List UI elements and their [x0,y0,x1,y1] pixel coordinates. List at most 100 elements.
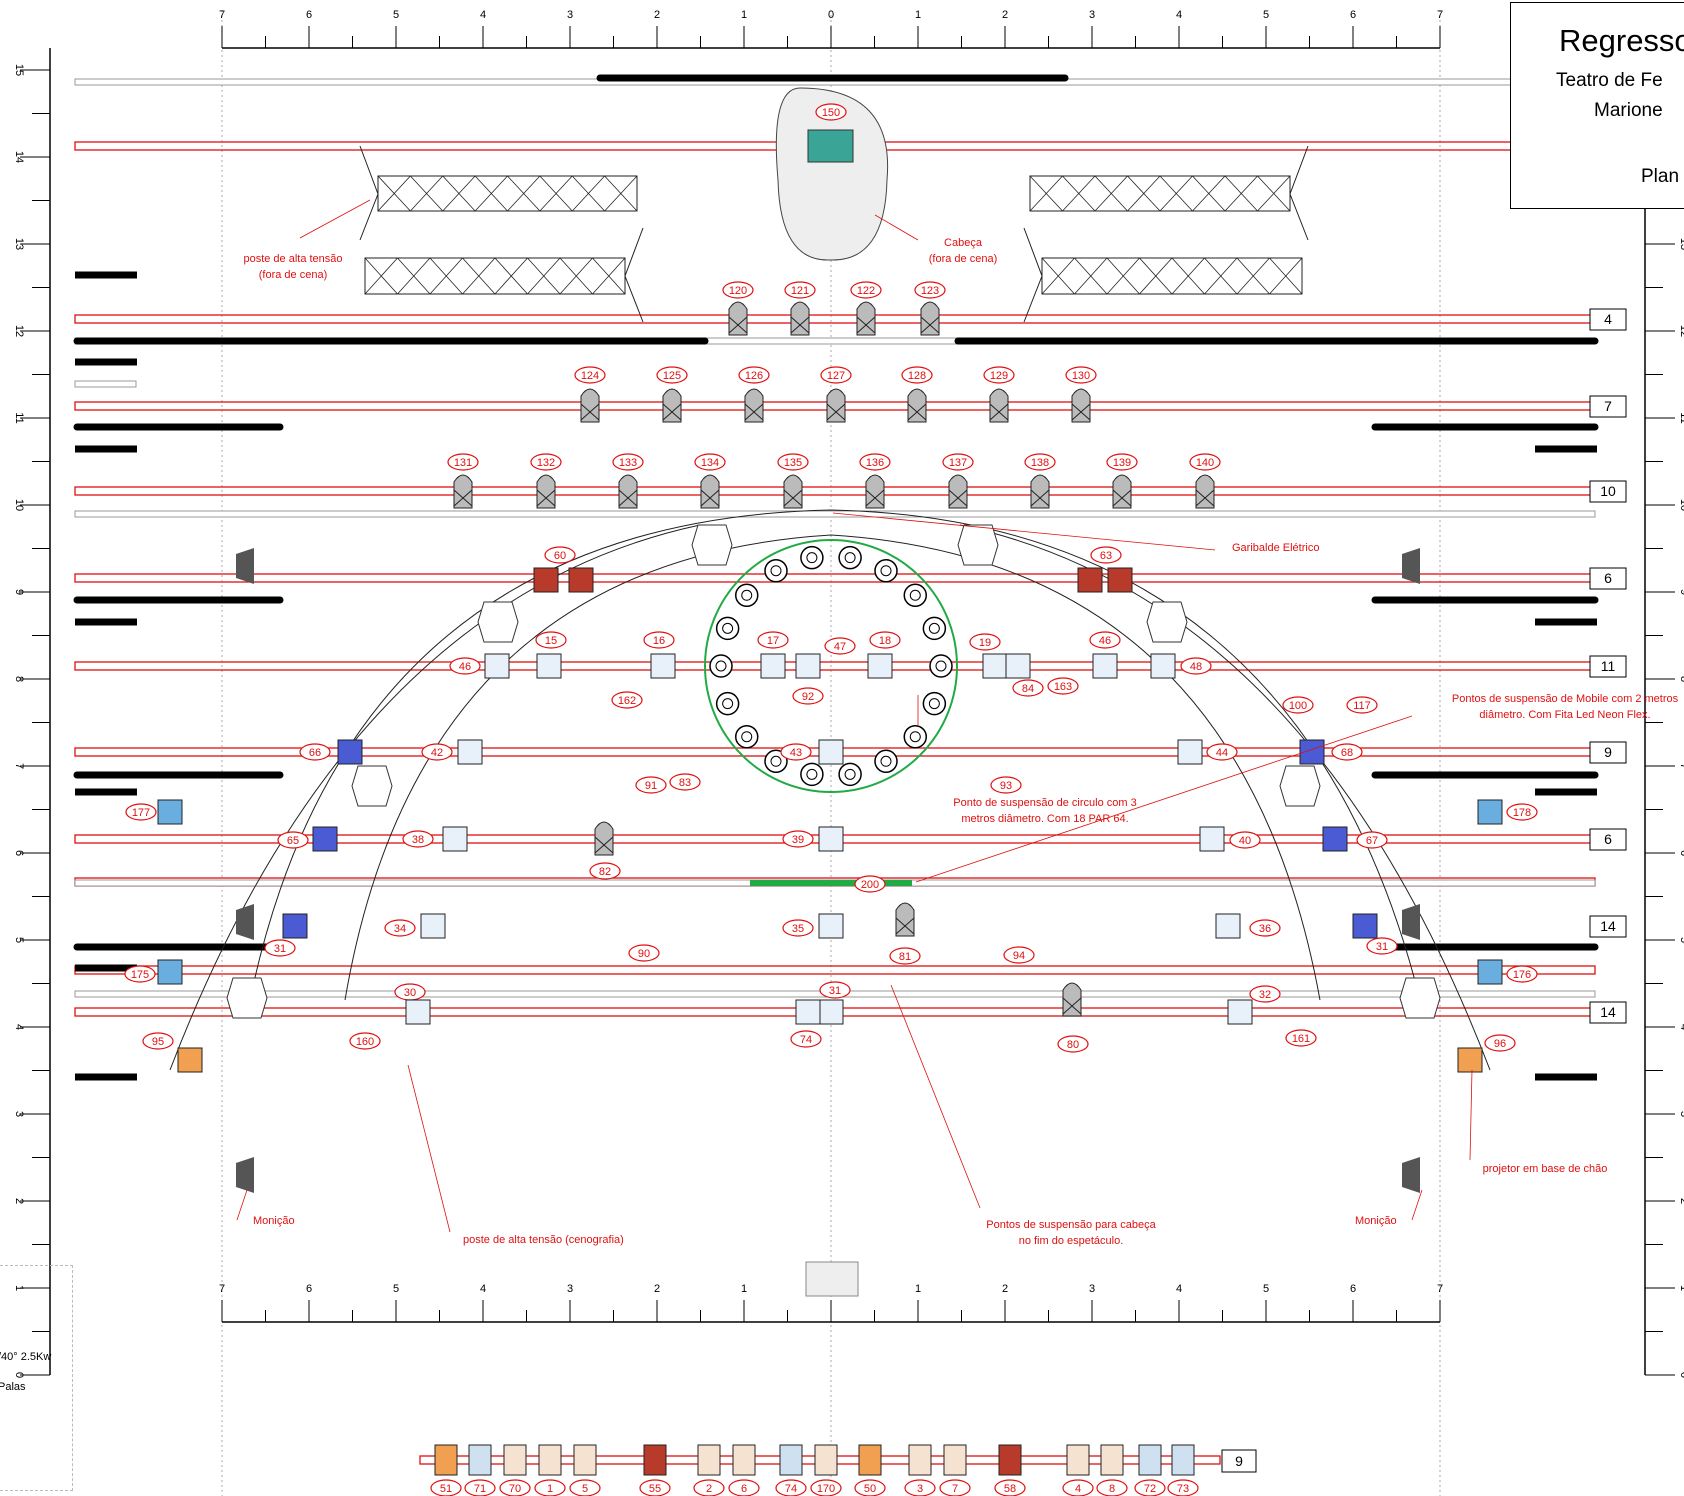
ruler-y-label: 11 [1678,412,1684,423]
fixture-mark [594,836,614,854]
fixture-number: 1 [547,1483,553,1495]
nd-fixture [728,301,748,336]
ruler-y-label: 13 [13,238,25,250]
par64-fixture [838,545,862,570]
bar-tag-box [1589,655,1627,678]
lamp-fixture [818,826,844,852]
fixture-number: 6 [741,1483,747,1495]
lamp-fixture [795,999,821,1025]
fixture-number-oval [1090,546,1122,564]
monitor-speaker [1402,548,1420,584]
lamp-fixture [1077,567,1103,593]
mobile-point [691,524,733,566]
fixture-mark [700,489,720,507]
fixture-number-oval [942,453,974,471]
annotation-poste: poste de alta tensão [243,253,342,265]
par64-lens [880,565,892,577]
ruler-x-label: 4 [480,1283,486,1295]
lamp-fixture [1150,653,1176,679]
par64-lens [741,589,753,601]
floor-fixture [643,1444,667,1476]
ruler-y-label: 9 [1678,589,1684,595]
fixture-mark [790,316,810,334]
ruler-y-label: 0 [1678,1372,1684,1378]
fixture-number: 43 [790,747,802,759]
fixture-mark [907,403,927,421]
fixture-number: 16 [653,635,665,647]
fixture-number: 175 [131,969,149,981]
fixture-number: 178 [1513,807,1531,819]
fixture-number: 31 [829,985,841,997]
ruler-x-label: 2 [1002,9,1008,21]
lamp-fixture [1107,567,1133,593]
ruler-y-label: 13 [1678,238,1684,250]
fixture-number-oval [611,691,643,709]
ruler-x-label: 2 [1002,1283,1008,1295]
fixture-number-oval [1180,657,1212,675]
nd-fixture [895,902,915,937]
fixture-number: 163 [1054,681,1072,693]
fixture-number-oval [464,1479,496,1496]
fixture-number: 74 [800,1034,812,1046]
lamp-fixture [568,567,594,593]
ruler-x-label: 5 [393,1283,399,1295]
lamp-fixture [405,999,431,1025]
par64-fixture [764,749,788,774]
bar-tag-box [1589,915,1627,938]
fixture-number-oval [628,944,660,962]
par64-lens [844,552,856,564]
truss-tower [1041,257,1303,295]
fixture-number: 120 [729,285,747,297]
fixture-number: 40 [1239,835,1251,847]
lamp-fixture [533,567,559,593]
fixture-number-oval [1366,937,1398,955]
fixture-number: 130 [1072,370,1090,382]
lamp-fixture [312,826,338,852]
fixture-number-oval [694,453,726,471]
mobile-point [1279,765,1321,807]
fixture-number-oval [421,743,453,761]
fixture-number-oval [757,631,789,649]
par64-fixture [929,654,953,678]
plot-title: Regresso [1559,23,1684,58]
fixture-number: 131 [454,457,472,469]
fixture-number: 73 [1177,1483,1189,1495]
floor-fixture [732,1444,756,1476]
bar-tag-label: 6 [1604,831,1612,847]
fixture-number: 31 [1376,941,1388,953]
fixture-number-oval [1134,1479,1166,1496]
fixture-number-oval [639,1479,671,1496]
fixture-number: 8 [1109,1483,1115,1495]
lamp-fixture [818,999,844,1025]
truss-brace [1204,257,1238,295]
fixture-number: 42 [431,747,443,759]
nd-fixture [1071,388,1091,423]
lamp-fixture [177,1047,203,1073]
annotation-pontos-cabeca: Pontos de suspensão para cabeça [986,1219,1156,1231]
lamp-fixture [982,653,1008,679]
bar-tag-label: 4 [1604,311,1612,327]
fixture-number: 47 [834,641,846,653]
fixture-number-oval [782,919,814,937]
fixture-number-oval [790,1030,822,1048]
truss-brace [364,257,398,295]
fixture-number-oval [869,631,901,649]
hanging-bar [74,486,1596,496]
par64-fixture [709,654,733,678]
fixture-number-oval [854,1479,886,1496]
head-fixture [807,129,854,163]
ruler-y-label: 6 [1678,850,1684,856]
par64-fixture [874,558,898,583]
ruler-y-label: 6 [13,850,25,856]
fixture-number-oval [499,1479,531,1496]
fixture-number-oval [1282,696,1314,714]
nd-fixture [1112,474,1132,509]
monitor-speaker [1402,1157,1420,1193]
fixture-number: 177 [132,807,150,819]
ruler-y-label: 1 [1678,1285,1684,1291]
ruler-y-label: 8 [13,676,25,682]
fixture-number: 100 [1289,700,1307,712]
fixture-number: 123 [921,285,939,297]
fixture-number-oval [889,947,921,965]
fixture-number-oval [1167,1479,1199,1496]
